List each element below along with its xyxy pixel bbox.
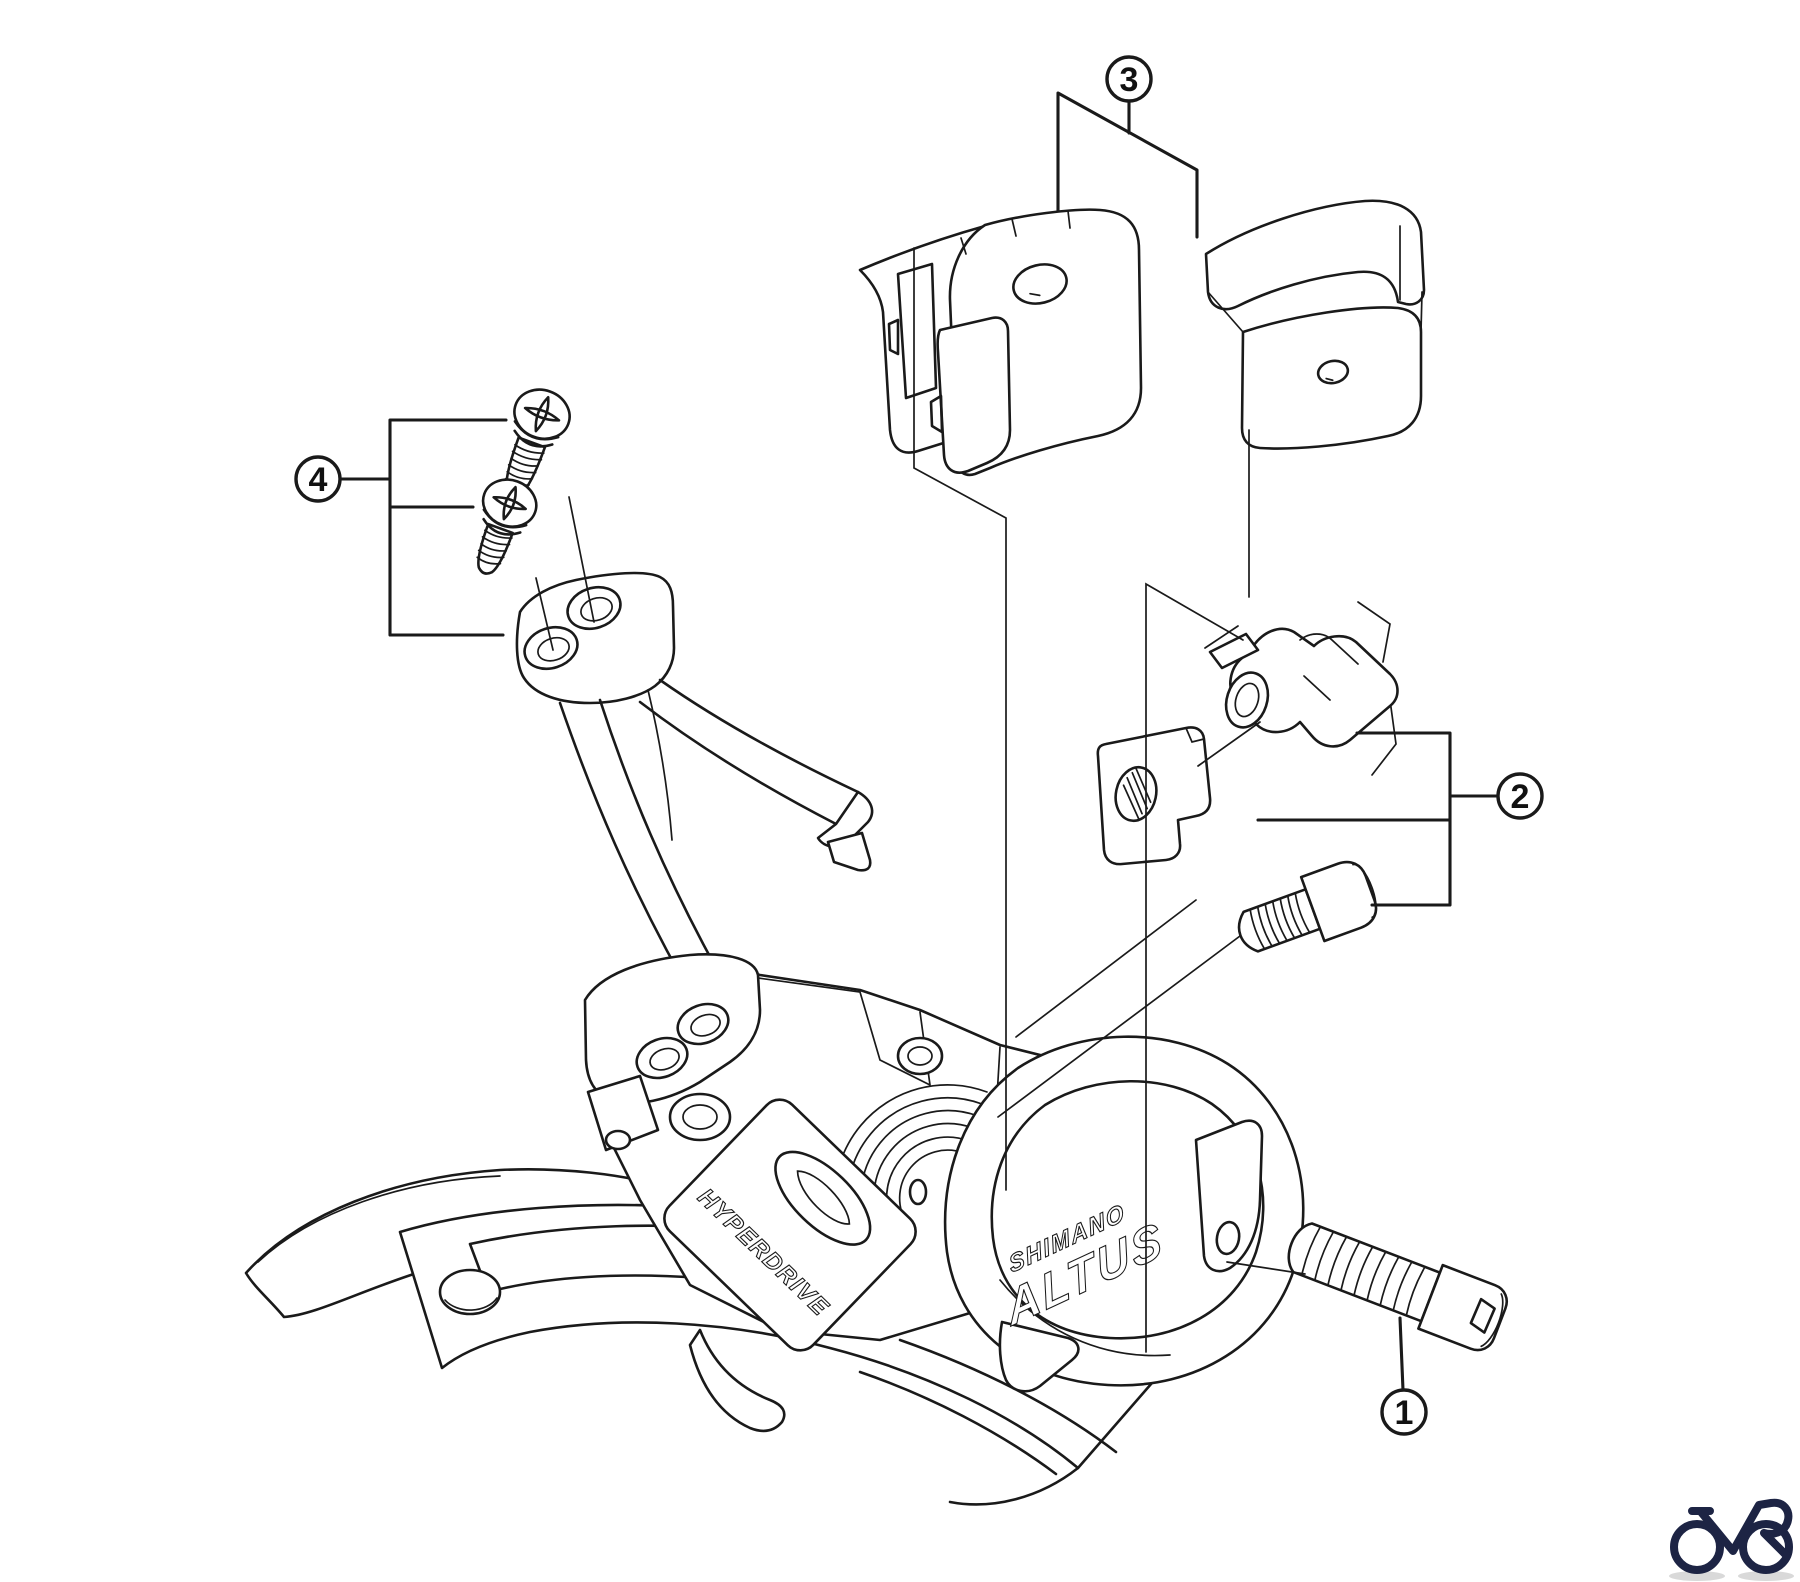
cable-fixing-bolt [1237,860,1378,953]
logo-shadow-left [1669,1571,1725,1581]
logo-frame [1688,1498,1793,1560]
arm-upper-limb [638,678,860,826]
shim-right-top-strip [1204,199,1426,311]
body-left-pin [604,1129,632,1151]
guide-to-nut-leader [1197,721,1261,767]
screw-upper-leader [568,496,595,623]
band-ear-hole [1215,1220,1241,1256]
body-hole-right [676,1002,730,1046]
phillips-cross-icon [523,395,561,433]
cable-guide-tab [1208,632,1260,670]
cable-guide-leader [1015,899,1197,1038]
logo-wheel-right [1739,1520,1793,1574]
screw-lower [476,478,538,575]
bolt2-leader [997,935,1241,1118]
phillips-cross-icon [492,485,527,521]
cage-boss [438,1268,502,1316]
cage-outer-band-edge [257,1175,501,1263]
bolt2-head [1299,860,1378,943]
shim-left-leg-bump [929,394,944,434]
callout-1: 1 [1380,1388,1428,1436]
clamp-shim-right [1204,199,1426,450]
callout-4-circle [294,455,342,503]
callout-2: 2 [1496,772,1544,820]
shim-left-bump [887,318,900,356]
shim-leader-right [1145,582,1244,1353]
bracket-3 [1056,91,1199,239]
logo-shadow-right [1738,1571,1794,1581]
bolt2-shank [1237,888,1322,953]
callout-1-circle [1380,1388,1428,1436]
shim-left-tab [896,262,938,400]
small-stud [908,1178,928,1206]
callout-4-number: 4 [309,461,328,499]
body-hole-left [635,1036,689,1080]
shim-right-edges [1207,225,1423,333]
shim-left-hole [1012,263,1068,305]
callout-3: 3 [1105,55,1153,103]
cable-guide-boss [1224,671,1270,729]
arm-fold-line [647,689,673,841]
screw-lower-leader [535,577,554,651]
bolt1-hex-socket [1469,1297,1496,1334]
callout-1-number: 1 [1395,1394,1414,1432]
bracket-4 [338,418,508,637]
shim-leader-left [913,247,1007,1191]
bicycle-logo [1669,1498,1794,1581]
callout-4: 4 [294,455,342,503]
callout-2-number: 2 [1511,778,1530,816]
shim-right-hole [1316,359,1350,385]
band-ear-top [1194,1119,1264,1273]
cage-bridge-tab [688,1328,786,1433]
plane-frame-segments [1204,601,1397,776]
callout-3-circle [1105,55,1153,103]
shim-left-leg [936,316,1012,474]
clamp-shim-left [858,208,1143,477]
pivot-bolt-top [896,1036,944,1076]
callout-3-number: 3 [1120,61,1139,99]
shim-left-top-seams [960,210,1071,255]
bolt1-to-ear-leader [1226,1261,1306,1275]
clamp-bolt [1287,1222,1509,1352]
band-ear-bottom [998,1320,1080,1393]
bracket-2 [1256,731,1501,907]
arm-hook [826,831,872,872]
band-thickness-line [999,1279,1171,1357]
clamp-band: SHIMANO ALTUS [943,1035,1305,1393]
body-left-block [586,1074,660,1152]
leader-1 [1398,1316,1405,1392]
callout-2-circle [1496,772,1544,820]
hyperdrive-plate: HYPERDRIVE [663,1098,917,1352]
callout-brackets [338,91,1501,1392]
cable-guide-slot [1299,633,1359,701]
logo-wheel-left [1670,1520,1724,1574]
leader-lines [535,247,1306,1353]
pivot-washer [668,1092,732,1142]
cable-fixing-group [1096,601,1399,953]
